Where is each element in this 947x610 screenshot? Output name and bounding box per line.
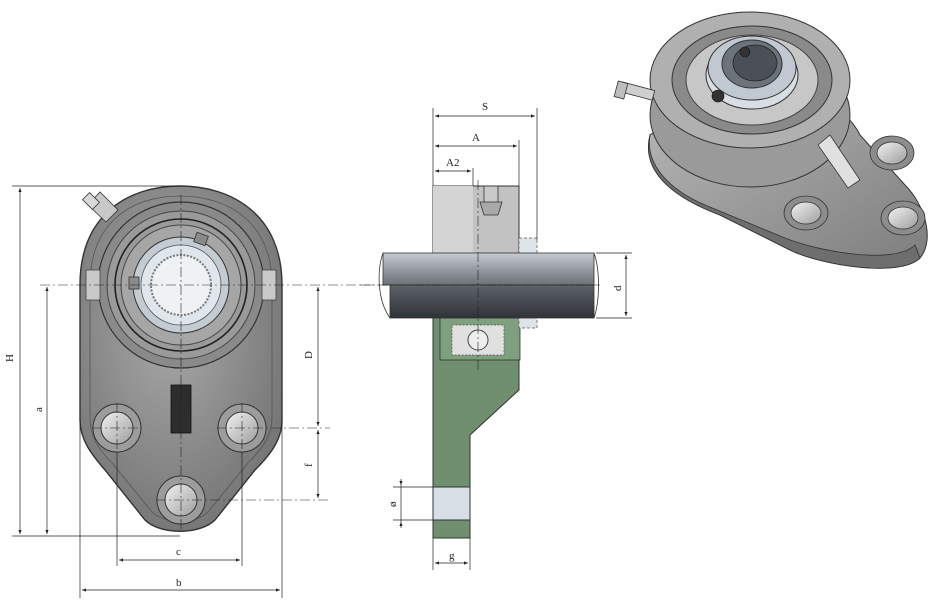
label-S: S — [482, 101, 488, 113]
isometric-view — [613, 11, 928, 269]
label-b: b — [176, 577, 182, 589]
label-f: f — [303, 463, 315, 467]
label-c: c — [176, 546, 181, 558]
front-view — [40, 185, 395, 532]
label-A2: A2 — [446, 157, 459, 169]
iso-bolt-hole-3 — [880, 200, 926, 236]
grease-nipple-side-icon — [479, 185, 503, 216]
label-phi: ø — [387, 501, 399, 507]
iso-bolt-hole-2 — [783, 195, 829, 231]
label-g: g — [449, 550, 455, 562]
grease-nipple-icon — [81, 191, 119, 223]
shaft — [378, 252, 599, 319]
front-dimensions — [12, 185, 320, 598]
side-section-view — [360, 180, 600, 539]
label-H: H — [4, 354, 16, 362]
iso-grease-nipple-icon — [613, 80, 656, 101]
iso-bolt-hole-1 — [869, 135, 915, 171]
label-D: D — [303, 351, 315, 359]
label-d: d — [612, 285, 624, 291]
label-a: a — [33, 407, 45, 412]
label-A: A — [472, 132, 480, 144]
side-dimensions — [393, 108, 632, 570]
